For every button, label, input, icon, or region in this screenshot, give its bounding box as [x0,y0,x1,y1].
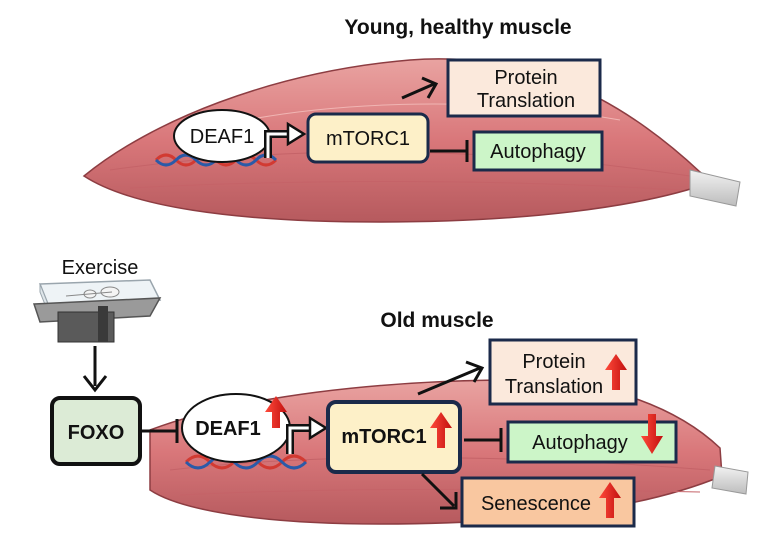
young-translation-box [446,58,602,118]
young-autophagy-box [472,130,604,172]
old-translation-line2: Translation [505,376,603,398]
young-autophagy-label: Autophagy [490,141,586,163]
old-deaf1-label: DEAF1 [195,418,261,440]
old-mtorc1-up-arrow-icon [430,412,452,448]
senescence-up-arrow-icon [599,482,621,518]
senescence-box [460,476,636,528]
young-translation-line1: Protein [494,67,557,89]
foxo-box [50,396,142,466]
old-autophagy-down-arrow-icon [641,414,663,454]
young-tendon [689,169,741,207]
old-translation-up-arrow-icon [605,354,627,390]
old-muscle-title: Old muscle [380,309,493,332]
young-deaf1-label: DEAF1 [190,126,254,148]
senescence-label: Senescence [481,493,591,515]
young-promoter-arrow-icon [264,121,307,158]
old-deaf1-up-arrow-icon [265,396,287,428]
young-inhibition-icon [430,140,469,162]
old-promoter-arrow-icon [286,415,329,454]
young-muscle-title: Young, healthy muscle [344,16,571,39]
young-mtorc1-label: mTORC1 [326,128,410,150]
old-translation-box [488,338,638,406]
old-autophagy-label: Autophagy [532,432,628,454]
old-mtorc1-box [326,400,462,474]
foxo-label: FOXO [68,422,125,444]
exercise-to-foxo-arrow-icon [82,346,108,393]
foxo-inhibition-icon [142,419,179,443]
exercise-label: Exercise [62,257,139,279]
old-senescence-activation-arrow-icon [420,472,458,510]
old-translation-activation-arrow-icon [417,360,485,396]
treadmill-icon [32,279,162,343]
old-autophagy-inhibition-icon [464,428,503,452]
young-mtorc1-box [306,112,430,164]
young-activation-arrow-icon [401,76,439,100]
old-tendon [711,465,749,495]
young-translation-line2: Translation [477,90,575,112]
old-mtorc1-label: mTORC1 [341,426,426,448]
old-translation-line1: Protein [522,351,585,373]
